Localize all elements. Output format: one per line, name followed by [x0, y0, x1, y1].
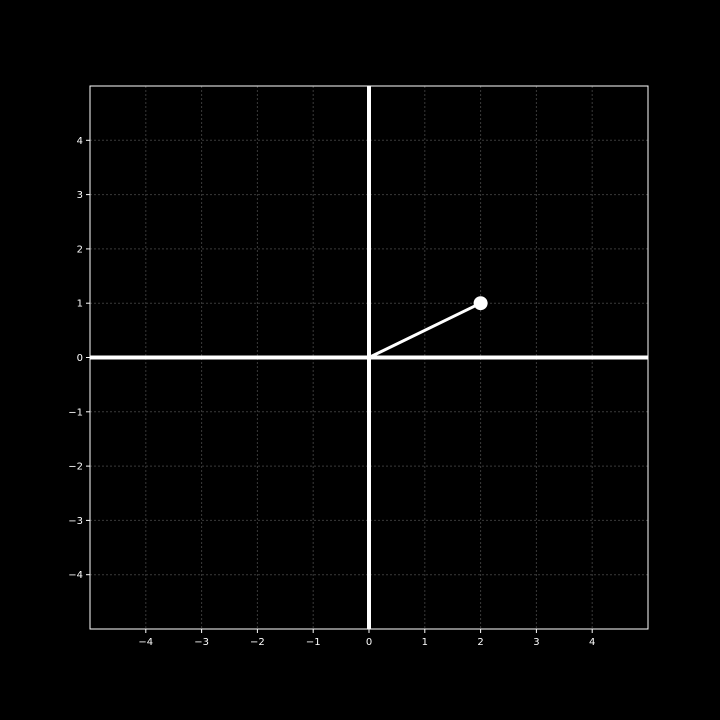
y-tick-label: 3: [77, 190, 83, 201]
x-axis-ticks: −4 −3 −2 −1 0 1 2 3 4: [138, 629, 595, 648]
x-tick-label: 2: [477, 637, 483, 648]
x-tick-label: −3: [194, 637, 209, 648]
y-tick-label: 2: [77, 244, 83, 255]
series-layer: [367, 296, 488, 359]
y-tick-label: −3: [68, 516, 83, 527]
y-tick-label: −1: [68, 407, 83, 418]
x-tick-label: −1: [306, 637, 321, 648]
y-axis-ticks: −4 −3 −2 −1 0 1 2 3 4: [68, 136, 90, 581]
y-tick-label: −2: [68, 462, 83, 473]
x-tick-label: 1: [422, 637, 428, 648]
y-tick-label: 0: [77, 353, 83, 364]
x-tick-label: 3: [533, 637, 539, 648]
x-tick-label: 0: [366, 637, 372, 648]
x-tick-label: −2: [250, 637, 265, 648]
y-tick-label: 4: [77, 136, 83, 147]
y-tick-label: −4: [68, 570, 83, 581]
vector-endpoint-marker: [473, 296, 488, 311]
y-tick-label: 1: [77, 299, 83, 310]
x-tick-label: 4: [589, 637, 595, 648]
vector-line: [367, 301, 483, 359]
x-tick-label: −4: [138, 637, 153, 648]
